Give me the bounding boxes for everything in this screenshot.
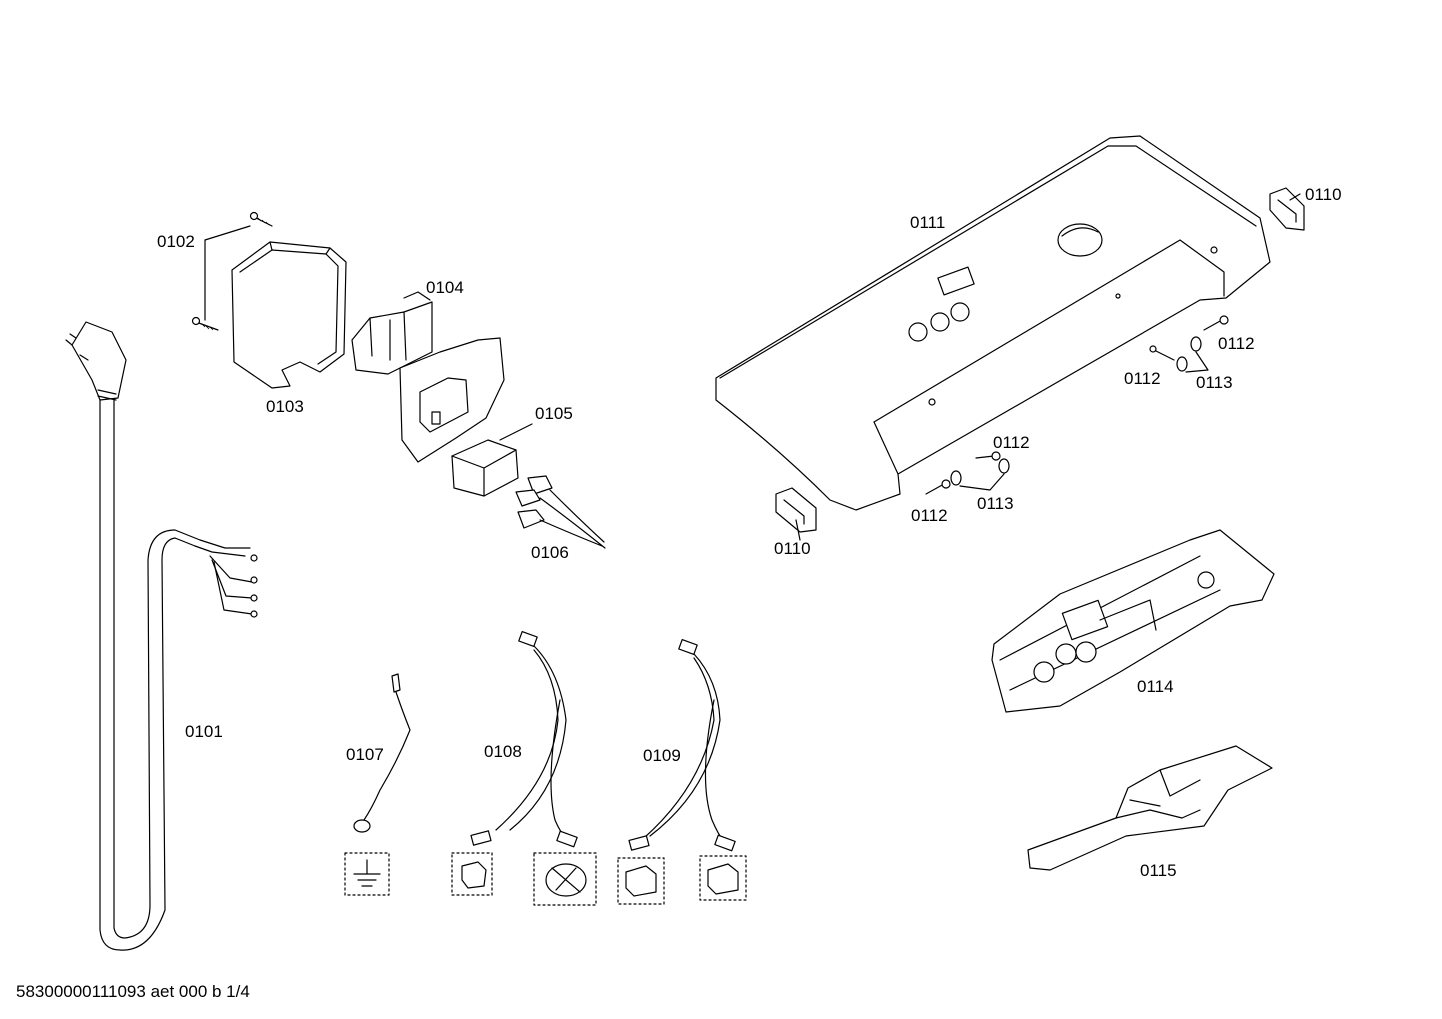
callout-leaders [795,193,1301,541]
part-0104-relay-plate [351,291,505,463]
callout-0107: 0107 [346,745,384,764]
callout-0112-c: 0112 [993,433,1030,452]
part-0107-earth-wire [344,673,411,896]
part-0109-harness [617,638,747,905]
part-0105-relay [451,423,533,497]
callout-0109: 0109 [643,746,681,765]
part-0103-terminal-cover [231,241,347,389]
part-0110-bracket-bottom [775,487,817,533]
part-0101-power-cord [65,321,258,951]
callout-0106: 0106 [531,543,569,562]
callout-0113-a: 0113 [1196,373,1233,392]
part-0114-electronic-module [991,529,1275,713]
callout-0101: 0101 [185,722,223,741]
callout-0105: 0105 [535,404,573,423]
callout-0108: 0108 [484,742,522,761]
callout-0102: 0102 [157,232,195,251]
part-0102-screws [191,211,273,331]
drawing-reference-footer: 58300000111093 aet 000 b 1/4 [16,982,250,1001]
callout-0115: 0115 [1140,861,1177,880]
part-0111-control-panel [715,135,1271,511]
part-0106-connectors [515,475,606,549]
callout-0112-d: 0112 [911,506,948,525]
part-0113-washers [950,336,1209,491]
callout-0113-b: 0113 [977,494,1014,513]
callout-0112-b: 0112 [1124,369,1161,388]
callout-0104: 0104 [426,278,464,297]
part-0108-harness [451,630,597,906]
callout-0110-top: 0110 [1305,185,1342,204]
part-0110-bracket-top [1269,187,1305,231]
callout-0114: 0114 [1137,677,1174,696]
part-0112-screws [925,315,1229,495]
callout-0110-bottom: 0110 [774,539,811,558]
callout-0111: 0111 [910,213,946,232]
callout-0103: 0103 [266,397,304,416]
part-0115-bracket [1027,745,1273,871]
callout-0112-a: 0112 [1218,334,1255,353]
